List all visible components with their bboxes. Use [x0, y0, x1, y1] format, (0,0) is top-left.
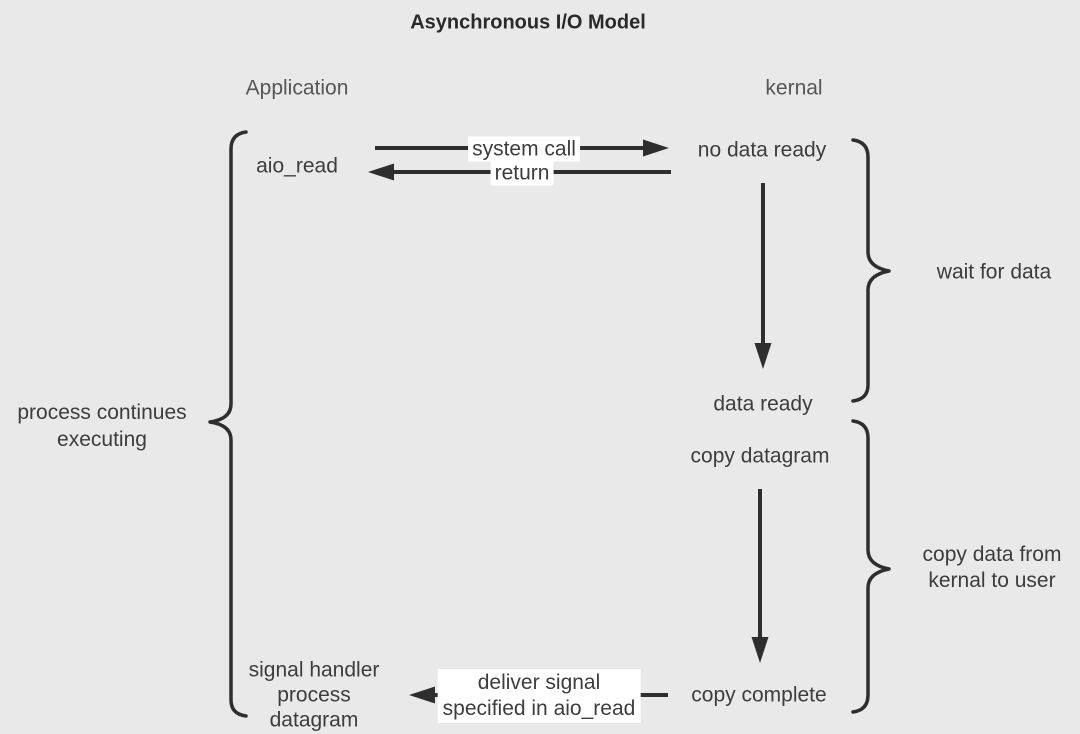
node-data-ready: data ready: [713, 392, 813, 416]
application-column-header: Application: [245, 76, 349, 100]
system-call-arrow-label: system call: [468, 136, 580, 162]
node-no-data-ready: no data ready: [697, 138, 827, 162]
copy-vertical-arrow: [751, 489, 769, 663]
wait-vertical-arrowhead: [754, 343, 772, 369]
process-continues-brace-label: process continues executing: [17, 401, 187, 451]
return-arrowhead: [368, 163, 394, 181]
process-continues-brace: [208, 130, 248, 718]
deliver-signal-arrow-label: deliver signal specified in aio_read: [437, 669, 641, 723]
system-call-arrowhead: [643, 139, 669, 157]
copy-vertical-arrowhead: [751, 637, 769, 663]
return-arrow-label: return: [490, 160, 554, 186]
copy-data-brace-label: copy data from kernal to user: [922, 543, 1062, 592]
copy-data-brace: [851, 419, 891, 714]
diagram-title: Asynchronous I/O Model: [410, 11, 646, 34]
wait-for-data-brace-label: wait for data: [936, 260, 1052, 284]
node-signal-handler: signal handler process datagram: [248, 658, 380, 732]
wait-vertical-arrow: [754, 183, 772, 369]
node-aio-read: aio_read: [256, 154, 338, 178]
wait-for-data-brace: [851, 138, 891, 403]
node-copy-datagram: copy datagram: [690, 444, 830, 468]
kernal-column-header: kernal: [765, 76, 823, 100]
node-copy-complete: copy complete: [691, 683, 827, 707]
deliver-signal-arrowhead: [409, 686, 435, 704]
